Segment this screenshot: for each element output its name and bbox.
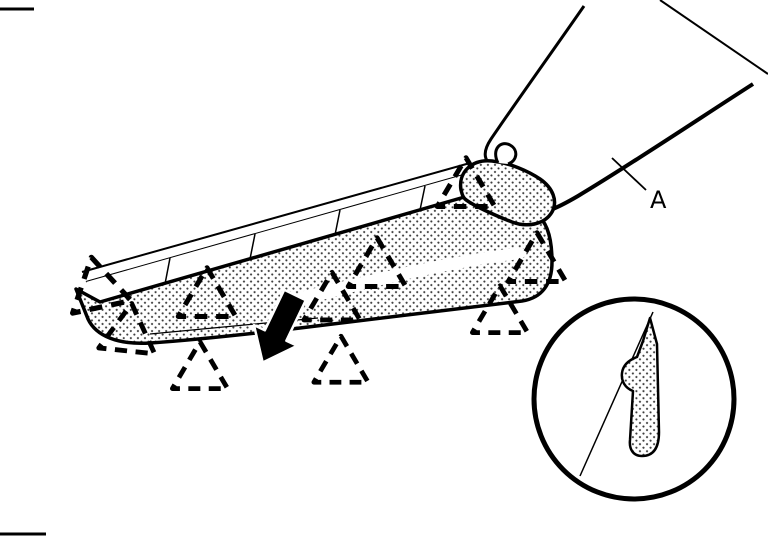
pillar-right-edge — [541, 82, 755, 213]
band-tick — [334, 209, 341, 236]
inset-detail — [531, 296, 737, 502]
figure-frame — [0, 7, 46, 536]
pillar-left-edge — [483, 5, 586, 163]
leader-line-a — [611, 157, 647, 191]
panel-highlight — [296, 247, 527, 305]
clip-position-marker — [314, 336, 368, 382]
inset-panel-line — [579, 311, 654, 477]
clip-position-marker — [172, 342, 227, 389]
band-tick — [249, 233, 256, 260]
flange-line-outer — [81, 162, 471, 273]
joint-tab — [494, 142, 518, 166]
windshield-edge-line — [659, 0, 768, 75]
panel-top-band — [86, 172, 474, 302]
band-face — [86, 172, 474, 302]
label-a: A — [650, 186, 667, 214]
removal-arrow-icon — [252, 288, 308, 364]
inset-clip — [620, 316, 661, 458]
band-tick — [419, 185, 426, 211]
band-tick — [164, 257, 171, 285]
